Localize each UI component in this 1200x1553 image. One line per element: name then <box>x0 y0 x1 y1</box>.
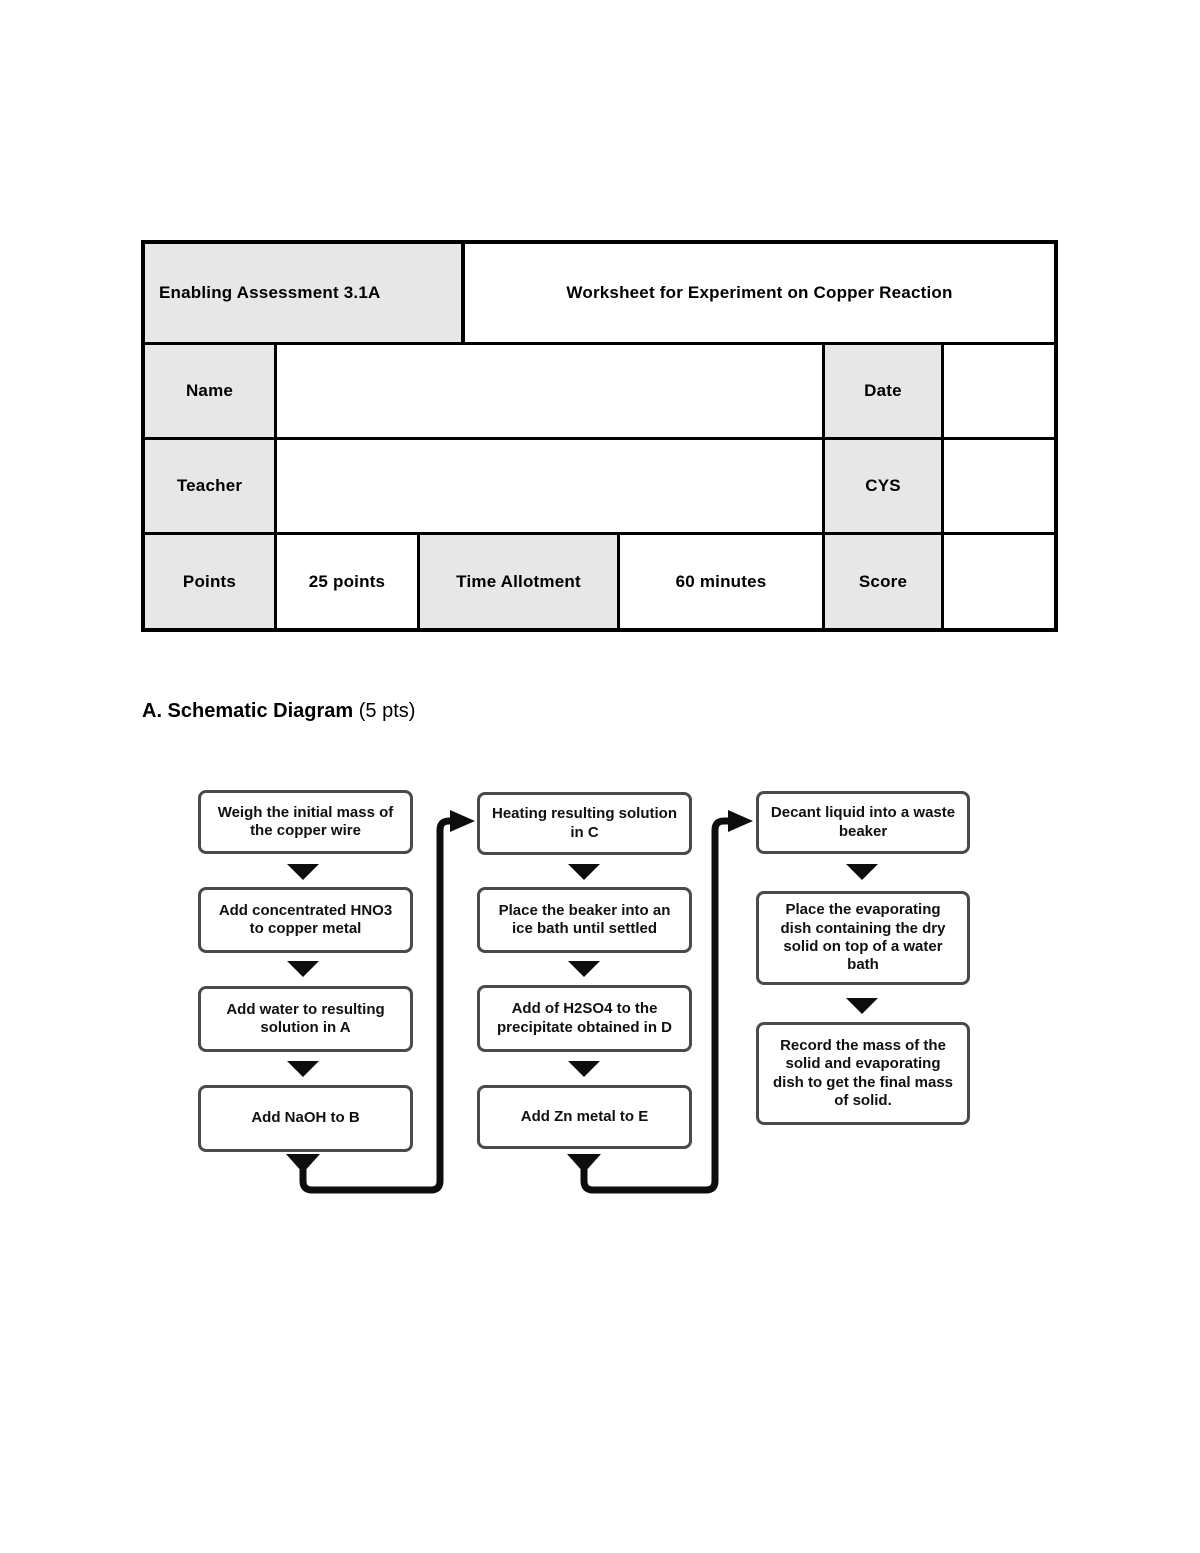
score-label-cell: Score <box>825 535 944 628</box>
time-allotment-label-cell: Time Allotment <box>420 535 620 628</box>
right-arrowhead-icon <box>728 810 753 832</box>
down-arrowhead-icon <box>286 1154 320 1173</box>
date-label-cell: Date <box>825 345 944 437</box>
section-a-heading: A. Schematic Diagram (5 pts) <box>142 700 415 723</box>
section-a-heading-title: A. Schematic Diagram <box>142 700 354 722</box>
step-decant-liquid: Decant liquid into a waste beaker <box>756 791 970 854</box>
section-a-heading-points: (5 pts) <box>353 700 416 722</box>
cys-label-cell: CYS <box>825 440 944 532</box>
assessment-label-cell: Enabling Assessment 3.1A <box>145 244 465 342</box>
header-row-title: Enabling Assessment 3.1A Worksheet for E… <box>145 244 1054 345</box>
down-arrowhead-icon <box>567 1154 601 1173</box>
down-arrow-icon <box>846 998 878 1014</box>
down-arrow-icon <box>846 864 878 880</box>
step-evaporating-dish: Place the evaporating dish containing th… <box>756 891 970 985</box>
header-row-points-time-score: Points 25 points Time Allotment 60 minut… <box>145 535 1054 628</box>
points-label-cell: Points <box>145 535 277 628</box>
name-label-cell: Name <box>145 345 277 437</box>
step-record-final-mass: Record the mass of the solid and evapora… <box>756 1022 970 1125</box>
teacher-label-cell: Teacher <box>145 440 277 532</box>
time-allotment-value-cell: 60 minutes <box>620 535 825 628</box>
down-arrow-icon <box>287 961 319 977</box>
points-value-cell: 25 points <box>277 535 420 628</box>
step-add-zn-metal: Add Zn metal to E <box>477 1085 692 1149</box>
step-add-h2so4: Add of H2SO4 to the precipitate obtained… <box>477 985 692 1052</box>
header-table: Enabling Assessment 3.1A Worksheet for E… <box>141 240 1058 632</box>
down-arrow-icon <box>287 864 319 880</box>
down-arrow-icon <box>568 864 600 880</box>
down-arrow-icon <box>287 1061 319 1077</box>
down-arrow-icon <box>568 1061 600 1077</box>
down-arrow-icon <box>568 961 600 977</box>
step-add-water: Add water to resulting solution in A <box>198 986 413 1052</box>
step-heating-solution: Heating resulting solution in C <box>477 792 692 855</box>
step-weigh-copper-wire: Weigh the initial mass of the copper wir… <box>198 790 413 854</box>
header-row-teacher-cys: Teacher CYS <box>145 440 1054 535</box>
right-arrowhead-icon <box>450 810 475 832</box>
header-row-name-date: Name Date <box>145 345 1054 440</box>
teacher-value-cell <box>277 440 825 532</box>
step-ice-bath: Place the beaker into an ice bath until … <box>477 887 692 953</box>
step-add-hno3: Add concentrated HNO3 to copper metal <box>198 887 413 953</box>
worksheet-title-cell: Worksheet for Experiment on Copper React… <box>566 283 953 302</box>
name-value-cell <box>277 345 825 437</box>
step-add-naoh: Add NaOH to B <box>198 1085 413 1152</box>
